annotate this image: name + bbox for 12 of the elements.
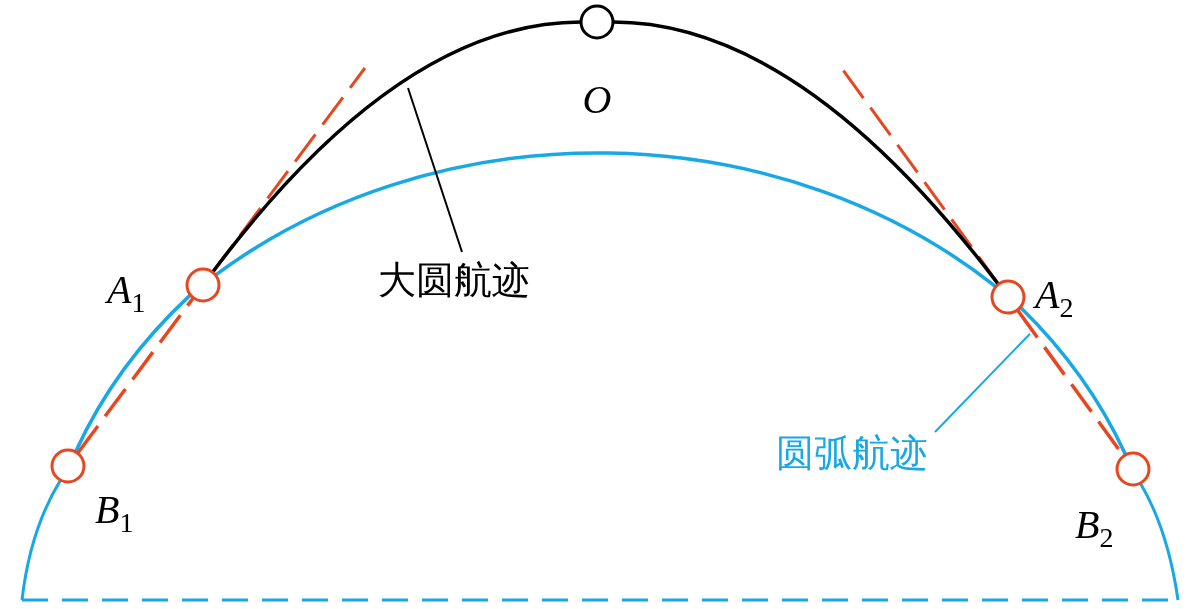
leader-line [934, 332, 1031, 433]
track-label: 圆弧航迹 [776, 433, 928, 475]
arc-track-line [214, 151, 997, 289]
leader-line [407, 87, 463, 253]
arc-track-line [211, 20, 582, 274]
point-label: A$_{1}$ [107, 270, 146, 317]
arc-track-line [612, 20, 1000, 286]
point-label: B$_{1}$ [95, 490, 134, 537]
point-label: A$_{2}$ [1035, 275, 1074, 322]
point-label: B$_{2}$ [1075, 505, 1114, 552]
point-label: O [582, 80, 612, 120]
track-label: 大圆航迹 [378, 260, 530, 302]
